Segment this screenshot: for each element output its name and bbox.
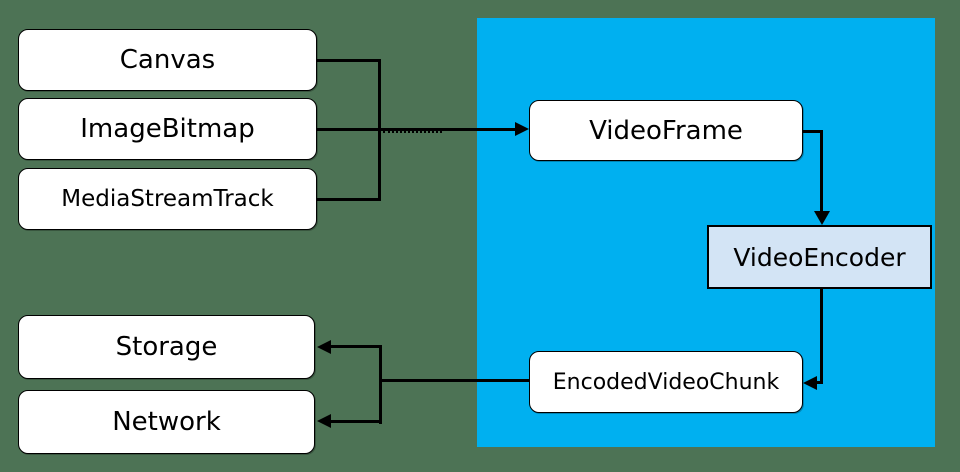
arrowhead-into-video-frame	[515, 122, 529, 136]
node-video-encoder: VideoEncoder	[707, 225, 932, 289]
edge-canvas-line	[316, 59, 380, 62]
arrowhead-into-encoded-video-chunk	[803, 376, 817, 390]
edge-video-encoder-stub-line	[815, 381, 823, 384]
node-network-label: Network	[112, 407, 221, 437]
edge-to-video-frame-dotted-artifact	[383, 131, 442, 133]
node-storage: Storage	[18, 315, 315, 379]
edge-to-network-line	[330, 420, 381, 423]
node-image-bitmap-label: ImageBitmap	[80, 114, 255, 144]
node-encoded-video-chunk-label: EncodedVideoChunk	[552, 369, 780, 395]
arrowhead-into-video-encoder	[814, 211, 830, 225]
edge-encoded-video-chunk-exit-line	[379, 379, 529, 382]
node-video-frame-label: VideoFrame	[589, 115, 743, 146]
edge-video-frame-down-line	[820, 130, 823, 213]
node-media-stream-track: MediaStreamTrack	[18, 168, 317, 230]
edge-media-stream-track-line	[316, 198, 380, 201]
edge-sinks-splitter-line	[379, 345, 382, 424]
edge-video-frame-exit-line	[802, 130, 823, 133]
node-network: Network	[18, 390, 315, 454]
edge-video-encoder-down-line	[820, 289, 823, 384]
node-media-stream-track-label: MediaStreamTrack	[61, 186, 274, 212]
node-canvas-label: Canvas	[119, 45, 216, 75]
node-image-bitmap: ImageBitmap	[18, 98, 317, 160]
node-canvas: Canvas	[18, 29, 317, 91]
edge-to-storage-line	[330, 345, 381, 348]
node-video-encoder-label: VideoEncoder	[733, 242, 906, 272]
node-video-frame: VideoFrame	[529, 100, 803, 161]
arrowhead-into-network	[317, 414, 331, 428]
node-encoded-video-chunk: EncodedVideoChunk	[529, 351, 803, 413]
edge-to-video-frame-line	[316, 128, 516, 131]
node-storage-label: Storage	[115, 332, 218, 362]
arrowhead-into-storage	[317, 340, 331, 354]
